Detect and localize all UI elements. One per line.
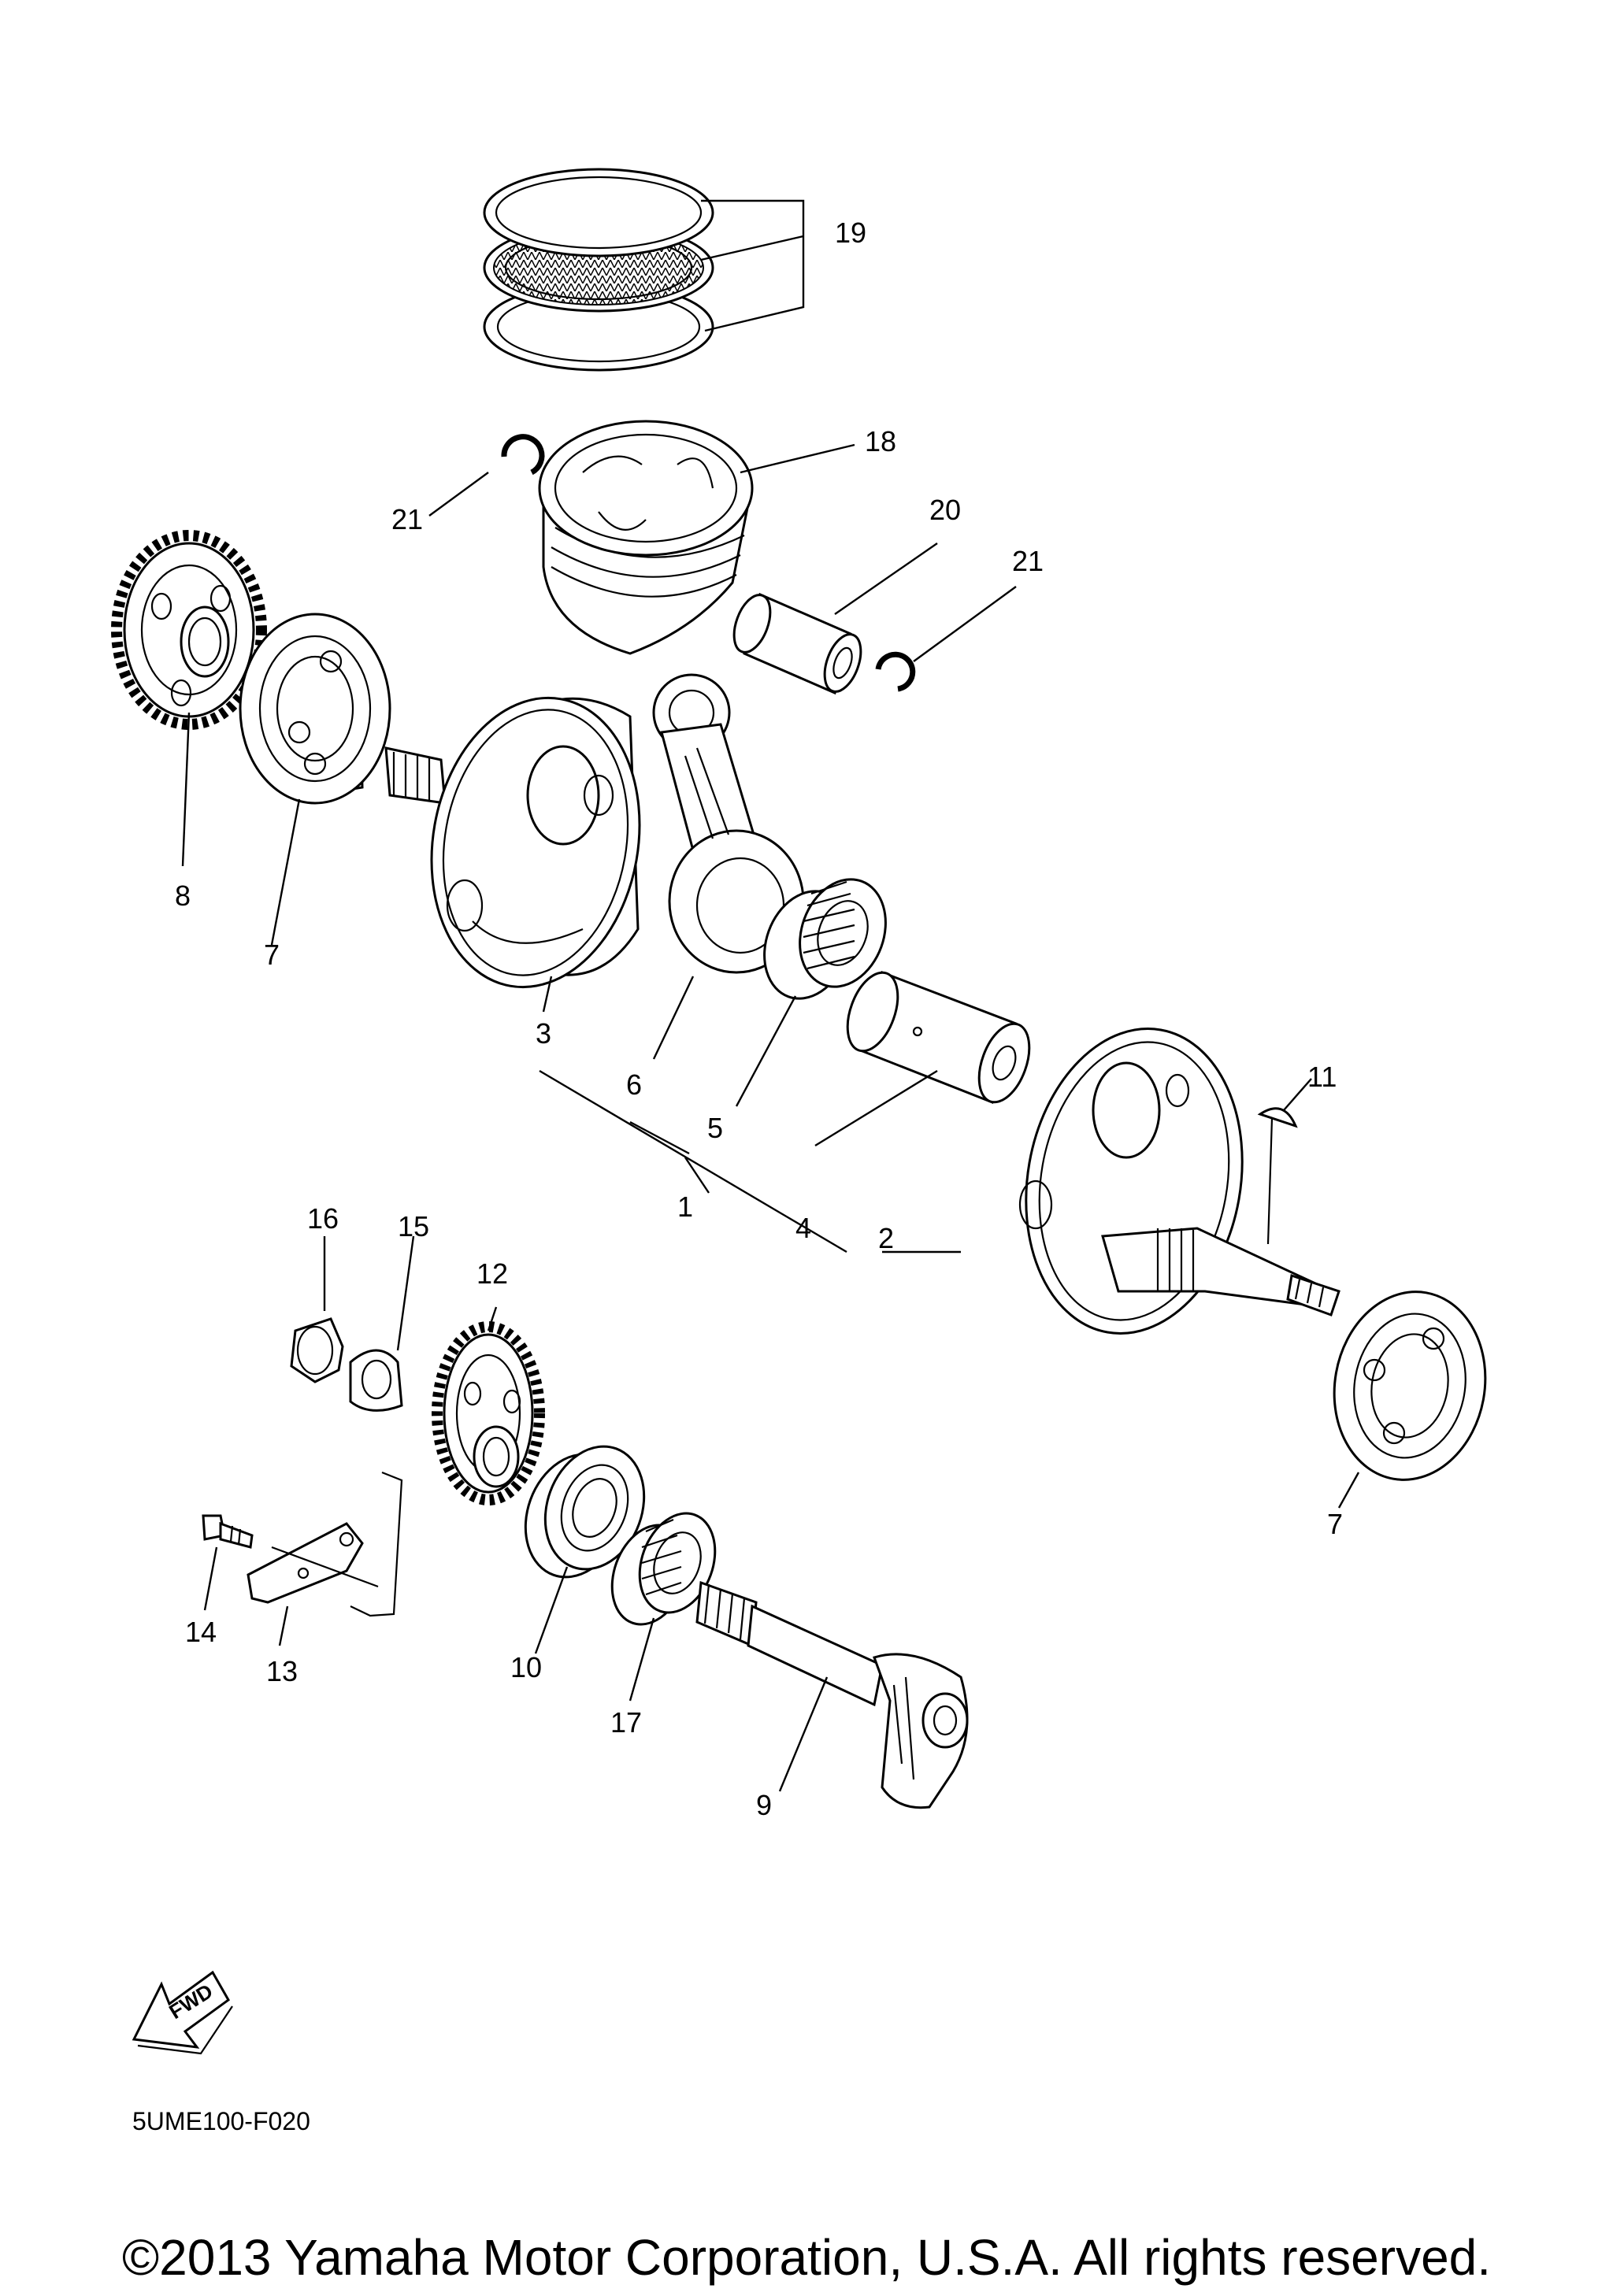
callout-8: 8 [175, 880, 191, 912]
copyright-notice: ©2013 Yamaha Motor Corporation, U.S.A. A… [121, 2229, 1492, 2286]
crank-pin [814, 970, 1031, 1147]
callout-9: 9 [756, 1789, 772, 1821]
callout-11: 11 [1307, 1061, 1337, 1093]
callout-13: 13 [266, 1655, 298, 1687]
bolt [202, 1514, 254, 1611]
connecting-rod [652, 673, 805, 1060]
piston [538, 420, 855, 655]
callout-10: 10 [510, 1651, 542, 1683]
piston-rings [483, 168, 805, 372]
callout-21-left: 21 [391, 503, 423, 535]
balancer-gear [432, 1306, 545, 1505]
balancer-needle-bearing [610, 1512, 717, 1702]
circlip-left [428, 434, 545, 517]
callout-14: 14 [185, 1616, 217, 1648]
crank-web-left [384, 696, 641, 1013]
callout-17: 17 [610, 1706, 642, 1739]
callout-5: 5 [707, 1112, 723, 1144]
assembly-bracket [539, 1069, 847, 1254]
callout-3: 3 [536, 1017, 551, 1050]
balancer-bearing [524, 1445, 646, 1654]
callout-4: 4 [795, 1212, 811, 1244]
primary-drive-gear [111, 530, 267, 867]
bearing-right [1333, 1291, 1487, 1509]
callout-16: 16 [307, 1202, 339, 1235]
diagram-code: 5UME100-F020 [132, 2107, 310, 2135]
callout-18: 18 [865, 425, 896, 457]
balancer-shaft [695, 1580, 969, 1809]
callout-7-right: 7 [1327, 1508, 1343, 1540]
callout-1: 1 [677, 1191, 693, 1223]
needle-bearing [735, 878, 887, 1107]
callout-12: 12 [476, 1257, 508, 1290]
callout-21-right: 21 [1012, 545, 1044, 577]
callout-20: 20 [929, 494, 961, 526]
woodruff-key [1257, 1078, 1312, 1245]
fwd-arrow-icon: FWD [132, 1970, 233, 2055]
crank-web-right [882, 1028, 1340, 1335]
retainer-plate [247, 1471, 403, 1646]
callout-19: 19 [835, 217, 866, 249]
lock-washer [349, 1235, 415, 1412]
nut [290, 1236, 344, 1383]
circlip-right [875, 586, 1017, 692]
callout-15: 15 [398, 1210, 429, 1242]
piston-pin [732, 543, 938, 695]
bearing-left [239, 613, 391, 946]
callout-6: 6 [626, 1068, 642, 1101]
callout-7-left: 7 [264, 939, 280, 971]
callout-2: 2 [878, 1222, 894, 1254]
